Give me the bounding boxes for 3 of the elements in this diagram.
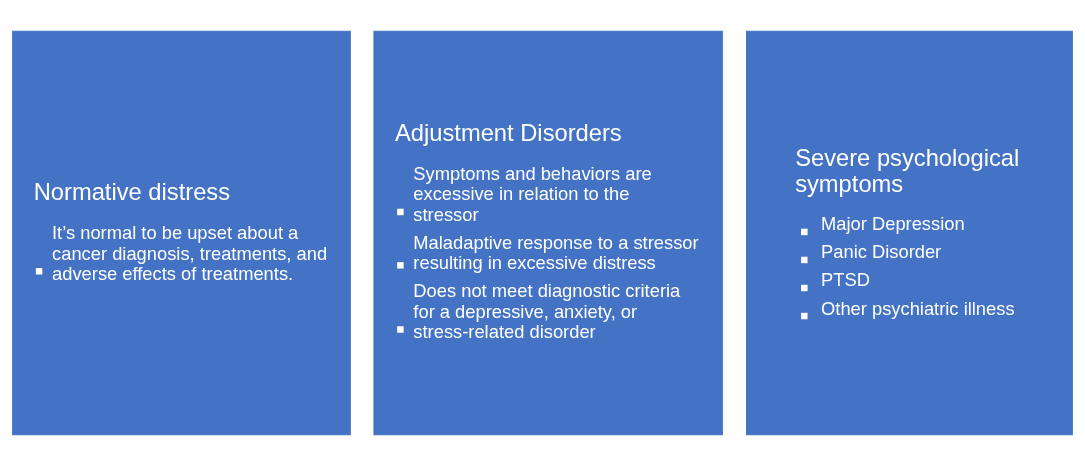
node-box: Normative distress It’s normal to be upset about a cancer diagnosis, treatments, and adverse effects of treatments. — [12, 30, 351, 436]
node-box: Adjustment Disorders Symptoms and behaviors are excessive in relation to the stressor Maladaptive response to a stressor resulting in excessive distress Does not meet diagnostic criteria for a depressive, anxiety, or stress-related disorder — [373, 30, 723, 436]
node-box: Severe psychological symptoms Major Depression Panic Disorder PTSD Other psychiatric illness — [746, 30, 1073, 436]
